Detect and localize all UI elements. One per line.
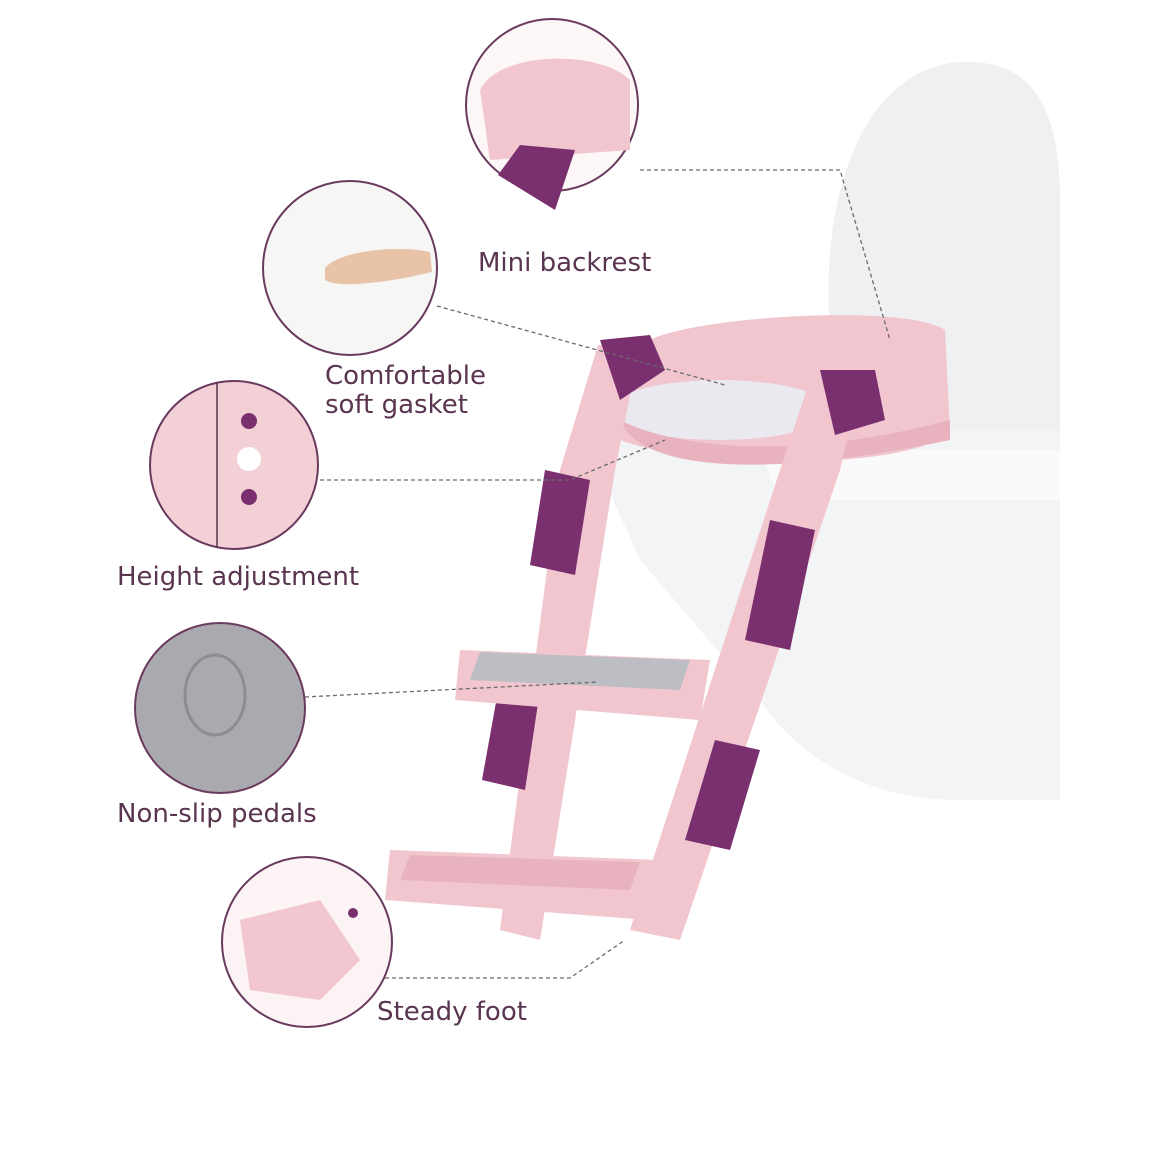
ladder — [385, 335, 885, 940]
non-slip-pedals-label: Non-slip pedals — [117, 799, 317, 829]
steady-foot-label: Steady foot — [377, 997, 527, 1027]
callout-circles — [134, 18, 639, 1028]
leader-lines — [304, 169, 891, 979]
gasket-label-line1: Comfortable — [325, 361, 486, 391]
potty-seat — [610, 315, 950, 465]
non-slip-pedals-circle — [134, 622, 306, 794]
height-adjustment-label: Height adjustment — [117, 562, 360, 592]
gasket-label-line2: soft gasket — [325, 390, 468, 420]
mini-backrest-label: Mini backrest — [478, 248, 652, 278]
soft-gasket-circle — [262, 180, 438, 356]
height-adjustment-circle — [149, 380, 319, 550]
steady-foot-circle — [221, 856, 393, 1028]
mini-backrest-circle — [465, 18, 639, 210]
